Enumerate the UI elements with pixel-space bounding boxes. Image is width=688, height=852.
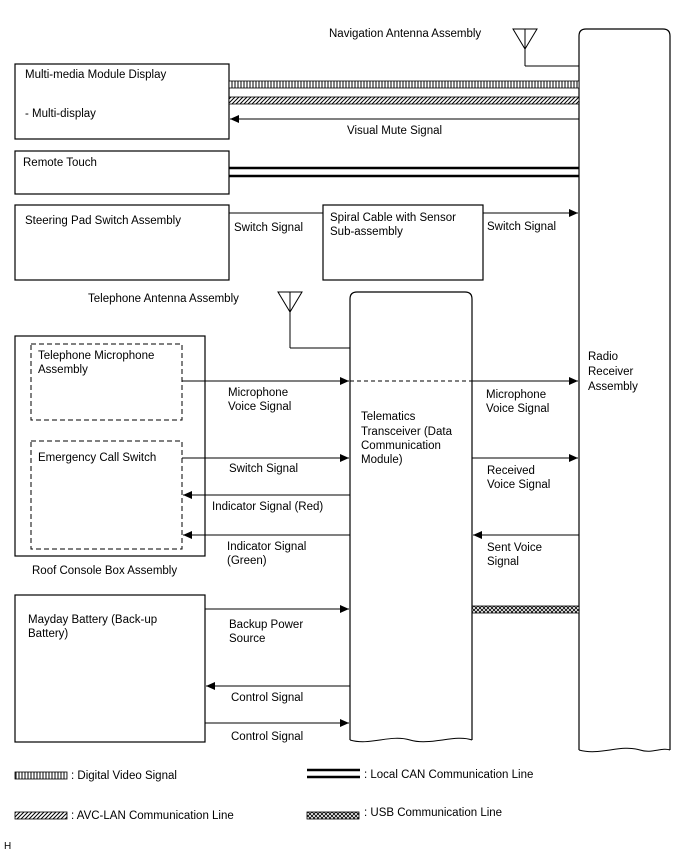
steering-pad-label: Steering Pad Switch Assembly [25,215,181,227]
steering-pad-box [14,204,230,281]
radio-label-1: Radio [588,351,618,363]
backup-power-label-1: Backup Power [229,619,303,631]
received-voice-label-2: Voice Signal [487,479,550,491]
roof-console-box [14,335,206,557]
navigation-antenna-icon [512,28,579,67]
emergency-call-switch-label: Emergency Call Switch [38,452,156,464]
legend-usb-swatch [306,811,360,820]
legend-digital-swatch [14,771,68,780]
mayday-battery-box [14,594,206,743]
emergency-call-switch-box [30,440,183,550]
mayday-battery-label-1: Mayday Battery (Back-up [28,614,157,626]
spiral-cable-label-1: Spiral Cable with Sensor [330,212,456,224]
legend-usb-label: : USB Communication Line [364,807,502,819]
indicator-green-label-2: (Green) [227,555,267,567]
mic-voice-right-1: Microphone [486,389,546,401]
telematics-torn-edge [349,737,473,743]
telematics-label-4: Module) [361,454,403,466]
legend-avc-label: : AVC-LAN Communication Line [71,810,234,822]
switch-signal-label-1: Switch Signal [234,222,303,234]
telephone-microphone-label-1: Telephone Microphone [38,350,154,362]
telephone-microphone-box [30,343,183,421]
legend-digital-label: : Digital Video Signal [71,770,177,782]
telephone-antenna-icon [277,291,350,349]
control-signal-label-1: Control Signal [231,692,303,704]
switch-signal-label-3: Switch Signal [229,463,298,475]
legend-local-can-label: : Local CAN Communication Line [364,769,533,781]
control-signal-label-2: Control Signal [231,731,303,743]
indicator-red-label: Indicator Signal (Red) [212,501,323,513]
backup-power-label-2: Source [229,633,265,645]
remote-touch-label: Remote Touch [23,157,97,169]
multi-display-label: - Multi-display [25,108,96,120]
mic-voice-left-2: Voice Signal [228,401,291,413]
received-voice-label-1: Received [487,465,535,477]
radio-receiver-box [578,28,671,750]
spiral-cable-box [322,204,484,281]
avc-lan-line [228,96,580,105]
indicator-green-label-1: Indicator Signal [227,541,306,553]
mic-voice-right-2: Voice Signal [486,403,549,415]
telematics-label-2: Transceiver (Data [361,426,453,438]
legend-local-can-swatch [307,768,360,779]
radio-label-3: Assembly [588,381,638,393]
remote-touch-box [14,150,230,195]
digital-video-line [228,80,580,89]
telephone-microphone-label-2: Assembly [38,364,88,376]
telematics-label-3: Communication [361,440,441,452]
telephone-antenna-label: Telephone Antenna Assembly [88,293,239,305]
roof-console-label: Roof Console Box Assembly [32,565,177,577]
mayday-battery-label-2: Battery) [28,628,68,640]
corner-code: H [4,841,11,852]
sent-voice-label-2: Signal [487,556,519,568]
telematics-transceiver-box [349,291,473,740]
radio-receiver-torn-edge [578,747,671,753]
spiral-cable-label-2: Sub-assembly [330,226,403,238]
mic-voice-left-1: Microphone [228,387,288,399]
visual-mute-label: Visual Mute Signal [347,125,442,137]
sent-voice-label-1: Sent Voice [487,542,542,554]
telematics-label-1: Telematics [361,411,416,423]
local-can-line [229,166,579,178]
navigation-antenna-label: Navigation Antenna Assembly [329,28,481,40]
multimedia-display-label: Multi-media Module Display [25,69,166,81]
legend-avc-swatch [14,811,68,820]
switch-signal-label-2: Switch Signal [487,221,556,233]
usb-line [471,605,580,614]
radio-label-2: Receiver [588,366,634,378]
